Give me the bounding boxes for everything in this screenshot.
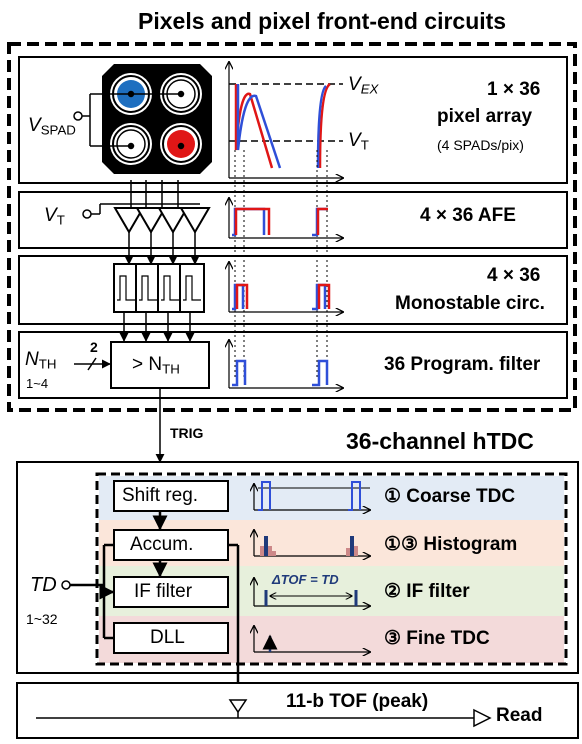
mono-count: 4 × 36 [487, 265, 541, 286]
pixels-section-title: Pixels and pixel front-end circuits [138, 8, 507, 34]
filter-wiring [74, 312, 195, 371]
read-label[interactable]: Read [496, 705, 543, 726]
coarse-waveform [254, 481, 370, 510]
pixel-array-title: pixel array [437, 106, 533, 127]
alignment-lines [234, 150, 328, 380]
htdc-dashed-frame [95, 472, 568, 666]
afe-row [18, 191, 568, 249]
if-filter-step-label: ② IF filter [384, 581, 470, 602]
coarse-tdc-label: ① Coarse TDC [384, 486, 516, 507]
filter-waveforms [232, 359, 329, 387]
filter-title: 36 Program. filter [384, 354, 541, 375]
output-frame [16, 682, 579, 739]
nth-label: NTH [25, 349, 57, 372]
td-label: TD [30, 574, 57, 596]
read-arrow [473, 708, 492, 728]
shift-reg-block [113, 480, 229, 512]
td-input-node [61, 580, 71, 590]
afe-comparators [113, 207, 211, 234]
mono-title: Monostable circ. [395, 293, 545, 314]
vt-pixel-label: VT [348, 130, 369, 153]
tof-output-label: 11-b TOF (peak) [286, 691, 429, 712]
fine-tdc-label: ③ Fine TDC [384, 628, 490, 649]
afe-title: 4 × 36 AFE [420, 205, 516, 226]
mono-blocks [113, 263, 205, 313]
afe-waveforms [232, 207, 328, 237]
htdc-section-title: 36-channel hTDC [346, 428, 534, 454]
pixel-waveforms [234, 82, 331, 169]
pixel-array-count: 1 × 36 [487, 79, 541, 100]
vspad-wiring [73, 90, 185, 150]
filter-waveform-axes [229, 340, 343, 388]
shift-reg-label: Shift reg. [122, 485, 199, 506]
afe-wiring [82, 180, 200, 219]
mono-waveform-axes [229, 262, 343, 312]
dll-block [113, 622, 229, 654]
hist-waveform [254, 530, 370, 556]
pixel-array-note: (4 SPADs/pix) [437, 137, 524, 153]
accum-label: Accum. [130, 534, 194, 555]
trig-label: TRIG [170, 425, 204, 441]
filter-range: 1~4 [26, 376, 49, 391]
filter-bits: 2 [90, 339, 98, 355]
pixel-waveform-axes [229, 62, 343, 178]
dll-label: DLL [150, 627, 185, 648]
if-filter-label: IF filter [134, 581, 193, 602]
afe-vt-label: VT [44, 205, 65, 228]
filter-block-text: > NTH [132, 354, 180, 377]
if-waveform [254, 578, 370, 606]
pixels-section-frame [7, 42, 577, 412]
tof-equation: ΔTOF = TD [272, 572, 339, 587]
tof-tristate [228, 699, 248, 714]
mono-row [18, 255, 568, 325]
fine-waveform [254, 626, 370, 652]
mono-waveforms [232, 283, 331, 311]
filter-threshold-block [110, 341, 210, 389]
td-range: 1~32 [26, 611, 58, 627]
histogram-label: ①③ Histogram [384, 534, 518, 555]
vex-label: VEX [348, 74, 379, 97]
mono-pulse-glyphs [117, 275, 201, 301]
vspad-label: VSPAD [28, 115, 76, 138]
htdc-wiring [70, 511, 246, 700]
mono-wiring [124, 232, 200, 265]
afe-waveform-axes [229, 198, 343, 238]
